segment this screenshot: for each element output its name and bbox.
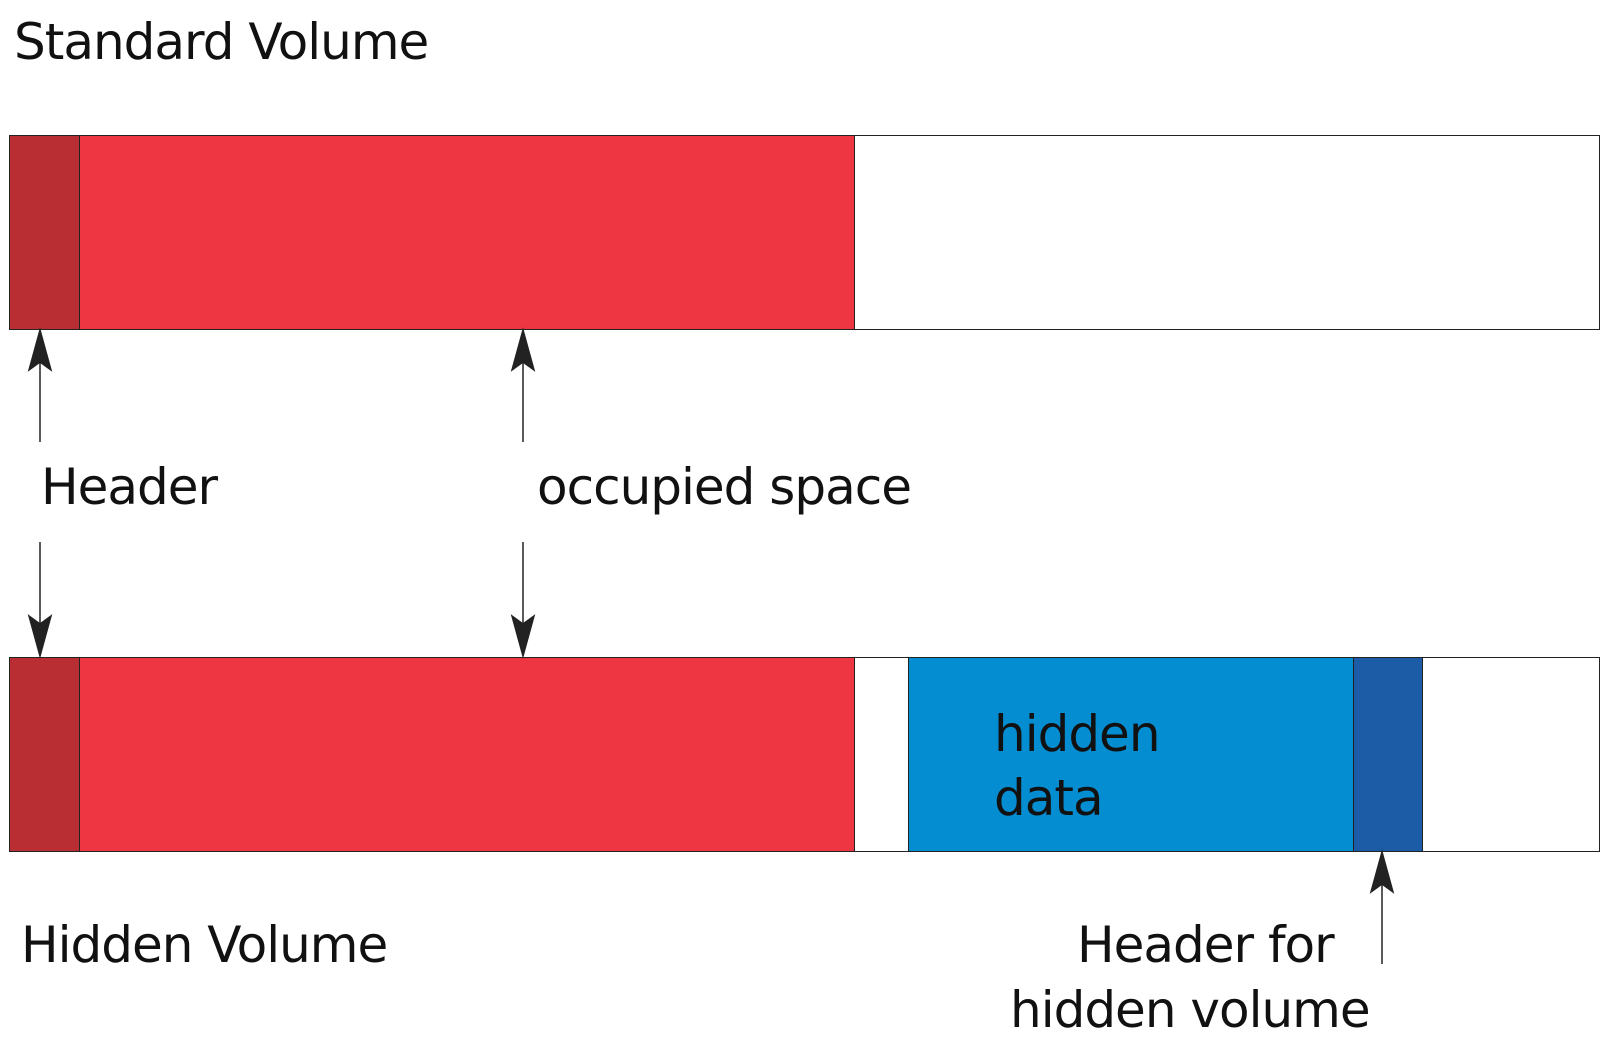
occupied-up-arrow-head [510,327,536,372]
standard-occupied-segment [80,136,855,329]
hidden-volume-bar: hidden data [9,657,1600,852]
occupied-down-arrow-head [510,614,536,659]
hidden-volume-title: Hidden Volume [21,916,388,974]
hidden-data-label: hidden data [994,702,1161,830]
hidden-data-segment: hidden data [908,658,1354,851]
standard-header-segment [10,136,80,329]
header-down-arrow-head [27,614,53,659]
hidden-bar-occupied-segment [80,658,855,851]
standard-volume-bar [9,135,1600,330]
hidden-header-label-line2: hidden volume [1010,981,1371,1039]
hidden-header-label-line1: Header for [1077,916,1335,974]
hidden-bar-header-segment [10,658,80,851]
header-label: Header [41,458,218,516]
header-up-arrow-head [27,327,53,372]
hidden-header-up-arrow-head [1369,849,1395,894]
occupied-space-label: occupied space [537,458,912,516]
hidden-data-label-line1: hidden [994,705,1161,763]
hidden-data-label-line2: data [994,769,1104,827]
standard-volume-title: Standard Volume [14,13,429,71]
hidden-volume-header-segment [1354,658,1423,851]
